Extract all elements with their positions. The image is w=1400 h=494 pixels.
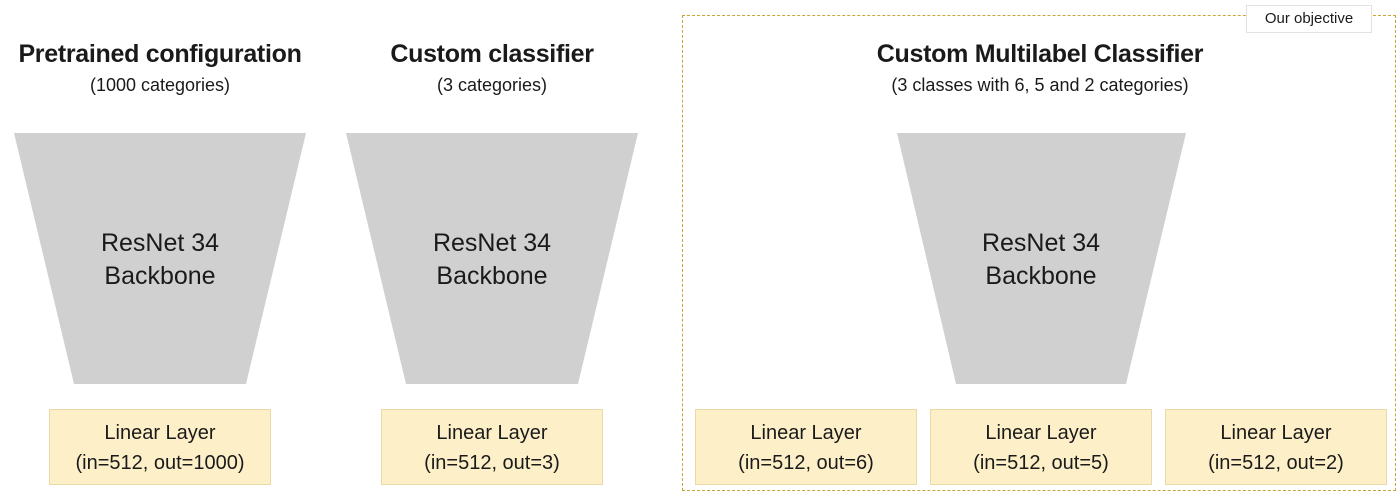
linear-layer-head-2: Linear Layer (in=512, out=5)	[930, 409, 1152, 485]
backbone-funnel-pretrained	[14, 133, 306, 384]
linear-layer-params: (in=512, out=6)	[738, 452, 874, 474]
backbone-funnel-custom	[346, 133, 638, 384]
backbone-label-line1: ResNet 34	[432, 229, 552, 257]
backbone-funnel-multilabel	[897, 133, 1186, 384]
linear-layer-title: Linear Layer	[750, 422, 862, 444]
backbone-label-multilabel: ResNet 34 Backbone	[941, 227, 1141, 293]
linear-layer-params: (in=512, out=5)	[973, 452, 1109, 474]
linear-layer-title: Linear Layer	[104, 422, 216, 444]
linear-layer-title: Linear Layer	[985, 422, 1097, 444]
linear-layer-title: Linear Layer	[1220, 422, 1332, 444]
linear-layer-title: Linear Layer	[436, 422, 548, 444]
backbone-label-line1: ResNet 34	[100, 229, 220, 257]
linear-layer-head-1: Linear Layer (in=512, out=6)	[695, 409, 917, 485]
panel-title-pretrained: Pretrained configuration	[18, 40, 302, 68]
backbone-label-line2: Backbone	[436, 262, 548, 290]
linear-layer-params: (in=512, out=1000)	[75, 452, 245, 474]
linear-layer-params: (in=512, out=3)	[424, 452, 560, 474]
backbone-label-custom: ResNet 34 Backbone	[392, 227, 592, 293]
panel-subtitle-custom: (3 categories)	[436, 75, 548, 95]
backbone-label-pretrained: ResNet 34 Backbone	[60, 227, 260, 293]
panel-title-multilabel: Custom Multilabel Classifier	[876, 40, 1204, 68]
objective-frame	[682, 15, 1396, 491]
linear-layer-custom: Linear Layer (in=512, out=3)	[381, 409, 603, 485]
backbone-label-line1: ResNet 34	[981, 229, 1101, 257]
backbone-label-line2: Backbone	[985, 262, 1097, 290]
linear-layer-pretrained: Linear Layer (in=512, out=1000)	[49, 409, 271, 485]
panel-subtitle-pretrained: (1000 categories)	[89, 75, 231, 95]
linear-layer-head-3: Linear Layer (in=512, out=2)	[1165, 409, 1387, 485]
panel-subtitle-multilabel: (3 classes with 6, 5 and 2 categories)	[891, 75, 1189, 95]
panel-title-custom: Custom classifier	[390, 40, 594, 68]
backbone-label-line2: Backbone	[104, 262, 216, 290]
objective-label: Our objective	[1246, 5, 1372, 33]
linear-layer-params: (in=512, out=2)	[1208, 452, 1344, 474]
